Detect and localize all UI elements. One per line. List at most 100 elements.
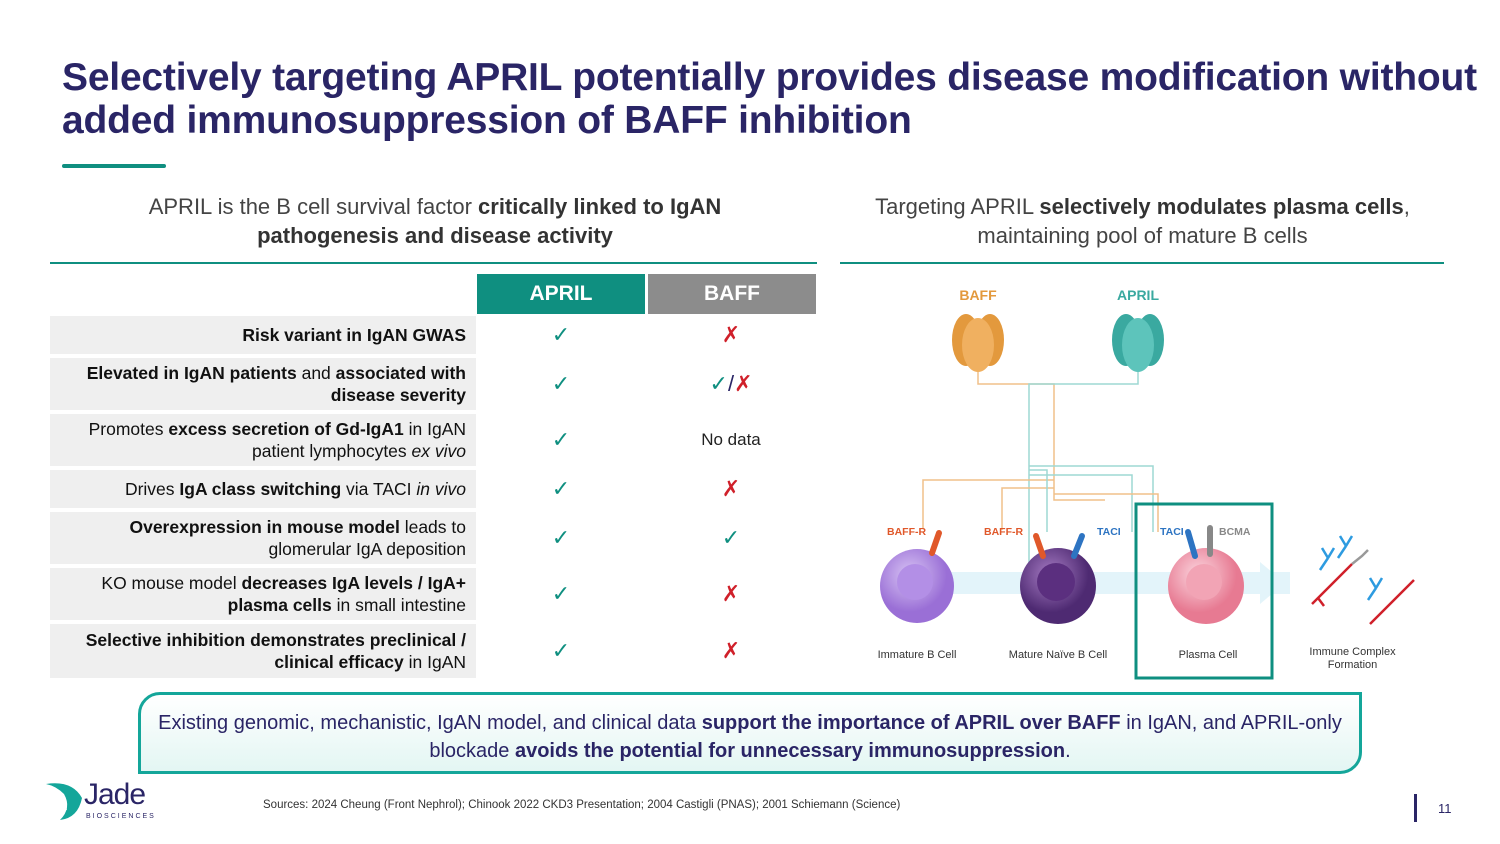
check-cross-icon: ✓/✗ bbox=[709, 371, 753, 396]
left-subtitle: APRIL is the B cell survival factor crit… bbox=[140, 192, 730, 250]
april-cell: ✓ bbox=[476, 414, 646, 466]
text-segment: decreases IgA levels / IgA+ plasma cells bbox=[227, 573, 466, 615]
logo-wordmark: Jade bbox=[84, 778, 146, 811]
cell-label: Immune Complex Formation bbox=[1309, 646, 1396, 671]
baff-cell: ✓ bbox=[646, 512, 816, 564]
left-divider bbox=[50, 262, 817, 264]
receptor-diagram: BAFF APRIL BAFF-R BAFF-R TACI TACI BCMA … bbox=[878, 287, 1415, 680]
text-segment: Targeting APRIL bbox=[875, 194, 1040, 219]
text-segment: Overexpression in mouse model bbox=[129, 517, 400, 537]
right-subtitle: Targeting APRIL selectively modulates pl… bbox=[860, 192, 1425, 250]
row-label: Overexpression in mouse model leads to g… bbox=[50, 512, 476, 564]
jade-logo-mark-icon bbox=[46, 783, 82, 820]
cross-icon: ✗ bbox=[721, 581, 741, 606]
check-icon: ✓ bbox=[551, 322, 571, 347]
text-segment: in IgAN, and APRIL-only blockade bbox=[429, 712, 1342, 762]
table-row: Promotes excess secretion of Gd-IgA1 in … bbox=[50, 414, 816, 466]
baff-cell: ✗ bbox=[646, 568, 816, 620]
table-row: Drives IgA class switching via TACI in v… bbox=[50, 470, 816, 508]
cross-icon: ✗ bbox=[721, 638, 741, 663]
table-row: Selective inhibition demonstrates precli… bbox=[50, 624, 816, 678]
receptor-label: BAFF-R bbox=[984, 526, 1023, 538]
text-segment: Risk variant in IgAN GWAS bbox=[242, 325, 466, 345]
cell-label: Immature B Cell bbox=[878, 649, 957, 661]
april-cell: ✓ bbox=[476, 358, 646, 410]
baff-cell: ✓/✗ bbox=[646, 358, 816, 410]
key-takeaway-callout: Existing genomic, mechanistic, IgAN mode… bbox=[138, 692, 1362, 774]
april-cell: ✓ bbox=[476, 316, 646, 354]
row-label: Selective inhibition demonstrates precli… bbox=[50, 624, 476, 678]
text-segment: critically linked to IgAN pathogenesis a… bbox=[257, 194, 722, 248]
cell-label: Mature Naïve B Cell bbox=[1009, 649, 1107, 661]
table-row: Risk variant in IgAN GWAS ✓ ✗ bbox=[50, 316, 816, 354]
april-cell: ✓ bbox=[476, 568, 646, 620]
baff-trimer-icon bbox=[952, 314, 1004, 372]
text-segment: , maintaining pool of mature B cells bbox=[977, 194, 1410, 248]
text-segment: Existing genomic, mechanistic, IgAN mode… bbox=[158, 712, 702, 734]
column-header-april: APRIL bbox=[477, 274, 645, 314]
april-cell: ✓ bbox=[476, 470, 646, 508]
text-segment: ex vivo bbox=[411, 441, 466, 461]
baff-cell: ✗ bbox=[646, 624, 816, 678]
baff-cell: ✗ bbox=[646, 470, 816, 508]
text-segment: in small intestine bbox=[331, 595, 466, 615]
ligand-label-april: APRIL bbox=[1117, 287, 1159, 303]
text-segment: excess secretion of Gd-IgA1 bbox=[168, 419, 404, 439]
text-segment: in vivo bbox=[416, 479, 466, 499]
cross-icon: ✗ bbox=[721, 476, 741, 501]
check-icon: ✓ bbox=[721, 525, 741, 550]
row-label: Drives IgA class switching via TACI in v… bbox=[50, 470, 476, 508]
no-data-label: No data bbox=[701, 430, 761, 449]
receptor-label: TACI bbox=[1097, 526, 1121, 538]
page-number-divider bbox=[1414, 794, 1417, 822]
ligand-label-baff: BAFF bbox=[959, 287, 997, 303]
antibody-complex-icon bbox=[1311, 535, 1415, 625]
receptor-label: BCMA bbox=[1219, 526, 1251, 538]
column-header-baff: BAFF bbox=[648, 274, 816, 314]
sources-footnote: Sources: 2024 Cheung (Front Nephrol); Ch… bbox=[263, 799, 901, 811]
table-row: Overexpression in mouse model leads to g… bbox=[50, 512, 816, 564]
text-segment: leads to glomerular IgA deposition bbox=[268, 517, 466, 559]
check-icon: ✓ bbox=[551, 427, 571, 452]
text-segment: APRIL is the B cell survival factor bbox=[148, 194, 479, 219]
baff-cell: ✗ bbox=[646, 316, 816, 354]
row-label: Risk variant in IgAN GWAS bbox=[50, 316, 476, 354]
april-cell: ✓ bbox=[476, 512, 646, 564]
row-label: Elevated in IgAN patients and associated… bbox=[50, 358, 476, 410]
april-cell: ✓ bbox=[476, 624, 646, 678]
cell-label: Plasma Cell bbox=[1179, 649, 1238, 661]
text-segment: Promotes bbox=[88, 419, 169, 439]
text-segment: Selective inhibition demonstrates precli… bbox=[85, 630, 466, 672]
receptor-label: TACI bbox=[1160, 526, 1184, 538]
logo-tagline: BIOSCIENCES bbox=[86, 813, 156, 820]
table-row: Elevated in IgAN patients and associated… bbox=[50, 358, 816, 410]
text-segment: KO mouse model bbox=[101, 573, 242, 593]
row-label: Promotes excess secretion of Gd-IgA1 in … bbox=[50, 414, 476, 466]
text-segment: and bbox=[296, 363, 336, 383]
baff-cell: No data bbox=[646, 414, 816, 466]
text-segment: IgA class switching bbox=[179, 479, 342, 499]
april-trimer-icon bbox=[1112, 314, 1164, 372]
check-icon: ✓ bbox=[551, 476, 571, 501]
check-icon: ✓ bbox=[551, 581, 571, 606]
page-title: Selectively targeting APRIL potentially … bbox=[62, 56, 1477, 142]
jade-logo: Jade BIOSCIENCES bbox=[42, 778, 162, 826]
text-segment: avoids the potential for unnecessary imm… bbox=[514, 740, 1066, 762]
text-segment: in IgAN bbox=[403, 652, 466, 672]
table-row: KO mouse model decreases IgA levels / Ig… bbox=[50, 568, 816, 620]
cross-icon: ✗ bbox=[721, 322, 741, 347]
check-icon: ✓ bbox=[551, 638, 571, 663]
row-label: KO mouse model decreases IgA levels / Ig… bbox=[50, 568, 476, 620]
check-icon: ✓ bbox=[551, 525, 571, 550]
text-segment: support the importance of APRIL over BAF… bbox=[701, 712, 1121, 734]
text-segment: in IgAN patient lymphocytes bbox=[252, 419, 466, 461]
text-segment: selectively modulates plasma cells bbox=[1039, 194, 1404, 219]
text-segment: Elevated in IgAN patients bbox=[86, 363, 297, 383]
page-number: 11 bbox=[1438, 801, 1452, 816]
check-icon: ✓ bbox=[551, 371, 571, 396]
text-segment: . bbox=[1065, 740, 1071, 762]
text-segment: Drives bbox=[124, 479, 180, 499]
receptor-label: BAFF-R bbox=[887, 526, 926, 538]
text-segment: via TACI bbox=[341, 479, 417, 499]
plasma-cell-highlight-box bbox=[1134, 502, 1274, 680]
